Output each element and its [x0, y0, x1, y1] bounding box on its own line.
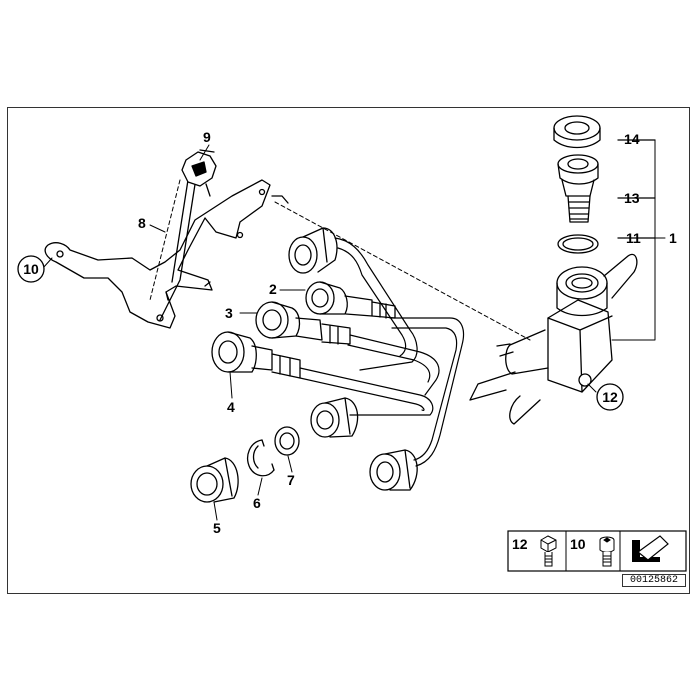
- callout-2: 2: [269, 281, 277, 297]
- callout-10: 10: [23, 261, 39, 277]
- callout-10-circle: [17, 255, 45, 283]
- document-number: 00125862: [622, 574, 686, 587]
- valve-body: [469, 253, 638, 425]
- callout-6: 6: [253, 495, 261, 511]
- grommet-bottom-left: [310, 397, 359, 438]
- callout-12: 12: [602, 389, 618, 405]
- callout-1: 1: [669, 230, 677, 246]
- callout-8: 8: [138, 215, 146, 231]
- grommet-bottom-right: [369, 449, 418, 491]
- callout-14: 14: [624, 131, 640, 147]
- connector-2: [305, 281, 396, 319]
- callouts: 9 8 10 2 3 4 5 6 7 12 14 13 11 1: [17, 129, 677, 536]
- hose-lines: [299, 237, 465, 467]
- diagram-frame: [7, 107, 690, 594]
- screw-part-13: [557, 154, 599, 223]
- callout-7: 7: [287, 472, 295, 488]
- callout-9: 9: [203, 129, 211, 145]
- bracket-part: [44, 177, 289, 329]
- arrow-icon: [624, 534, 682, 568]
- washer-part-7: [274, 426, 300, 456]
- sleeve-part-5: [190, 457, 239, 503]
- spring-clip-part-6: [247, 439, 275, 477]
- cap-part-14: [553, 115, 601, 149]
- grommet-top: [288, 227, 338, 274]
- callout-4: 4: [227, 399, 235, 415]
- connector-4: [211, 331, 301, 379]
- legend-item-12-label: 12: [512, 536, 528, 552]
- callout-5: 5: [213, 520, 221, 536]
- callout-12-circle: [596, 383, 624, 411]
- legend-item-10-label: 10: [570, 536, 586, 552]
- legend-box: 12 10: [507, 530, 687, 572]
- clip-part: [181, 149, 217, 197]
- bolt-icon: [540, 535, 557, 567]
- callout-11: 11: [626, 230, 641, 246]
- socket-screw-icon: [599, 536, 615, 567]
- callout-3: 3: [225, 305, 233, 321]
- connector-3: [255, 301, 351, 345]
- seal-ring-part-11: [557, 234, 599, 254]
- callout-13: 13: [624, 190, 640, 206]
